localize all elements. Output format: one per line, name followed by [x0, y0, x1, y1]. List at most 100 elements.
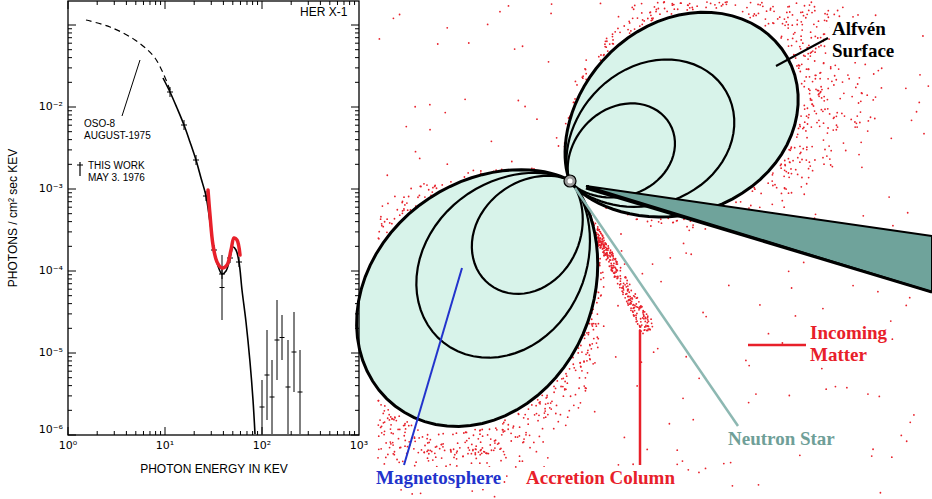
matter-dot	[423, 451, 425, 453]
matter-dot	[642, 317, 644, 319]
matter-dot	[616, 261, 618, 263]
tick	[355, 328, 359, 329]
tick	[355, 313, 359, 314]
tick	[291, 431, 292, 435]
matter-dot	[566, 375, 568, 377]
dataset-note: OSO-8 AUGUST-1975	[84, 118, 156, 141]
matter-dot	[781, 192, 783, 194]
matter-dot	[614, 259, 616, 261]
tick	[68, 32, 72, 33]
matter-dot	[601, 243, 603, 245]
matter-dot	[732, 485, 734, 487]
matter-dot	[838, 15, 840, 17]
matter-dot	[613, 272, 615, 274]
matter-dot	[633, 315, 635, 317]
tick	[149, 431, 150, 435]
matter-dot	[560, 414, 562, 416]
matter-dot	[827, 99, 829, 101]
matter-dot	[536, 118, 538, 120]
matter-dot	[599, 241, 601, 243]
matter-dot	[585, 59, 587, 61]
tick	[343, 1, 344, 5]
matter-dot	[440, 444, 442, 446]
matter-dot	[905, 304, 907, 306]
matter-dot	[815, 88, 817, 90]
matter-dot	[570, 395, 572, 397]
matter-dot	[502, 429, 504, 431]
matter-dot	[806, 115, 808, 117]
matter-dot	[542, 428, 544, 430]
matter-dot	[636, 385, 638, 387]
matter-dot	[579, 362, 581, 364]
matter-dot	[768, 333, 770, 335]
tick	[355, 371, 359, 372]
matter-dot	[817, 37, 819, 39]
matter-dot	[605, 247, 607, 249]
matter-dot	[394, 416, 396, 418]
matter-dot	[518, 413, 520, 415]
matter-dot	[813, 23, 815, 25]
matter-dot	[437, 43, 439, 45]
matter-dot	[812, 81, 814, 83]
matter-dot	[556, 404, 558, 406]
matter-dot	[643, 20, 645, 22]
matter-dot	[687, 4, 689, 6]
matter-dot	[478, 451, 480, 453]
tick	[68, 25, 76, 26]
matter-dot	[649, 12, 651, 14]
matter-dot	[805, 130, 807, 132]
matter-dot	[566, 382, 568, 384]
matter-dot	[772, 22, 774, 24]
matter-dot	[466, 440, 468, 442]
matter-dot	[629, 296, 631, 298]
error-bar	[275, 300, 280, 380]
matter-dot	[673, 4, 675, 6]
matter-dot	[811, 103, 813, 105]
matter-dot	[581, 351, 583, 353]
matter-dot	[829, 113, 831, 115]
matter-dot	[804, 108, 806, 110]
matter-dot	[544, 408, 546, 410]
matter-dot	[606, 249, 608, 251]
matter-dot	[692, 8, 694, 10]
matter-dot	[867, 120, 869, 122]
matter-dot	[585, 73, 587, 75]
matter-dot	[799, 124, 801, 126]
matter-dot	[620, 283, 622, 285]
matter-dot	[529, 434, 531, 436]
matter-dot	[480, 170, 482, 172]
matter-dot	[640, 326, 642, 328]
matter-dot	[814, 78, 816, 80]
matter-dot	[745, 360, 747, 362]
matter-dot	[400, 489, 402, 491]
matter-dot	[479, 429, 481, 431]
matter-dot	[844, 115, 846, 117]
matter-dot	[383, 463, 385, 465]
matter-dot	[781, 36, 783, 38]
tick	[355, 246, 359, 247]
matter-dot	[396, 209, 398, 211]
matter-dot	[436, 187, 438, 189]
matter-dot	[872, 448, 874, 450]
matter-dot	[402, 460, 404, 462]
matter-dot	[613, 276, 615, 278]
matter-dot	[572, 363, 574, 365]
matter-dot	[510, 432, 512, 434]
matter-dot	[407, 209, 409, 211]
matter-dot	[591, 318, 593, 320]
matter-dot	[464, 176, 466, 178]
tick	[252, 1, 253, 5]
matter-dot	[722, 4, 724, 6]
matter-dot	[807, 107, 809, 109]
matter-dot	[378, 435, 380, 437]
matter-dot	[907, 212, 909, 214]
matter-dot	[603, 55, 605, 57]
matter-dot	[600, 232, 602, 234]
matter-dot	[856, 126, 858, 128]
matter-dot	[529, 447, 531, 449]
matter-dot	[502, 423, 504, 425]
matter-dot	[824, 33, 826, 35]
matter-dot	[822, 157, 824, 159]
matter-dot	[710, 3, 712, 5]
matter-dot	[410, 188, 412, 190]
